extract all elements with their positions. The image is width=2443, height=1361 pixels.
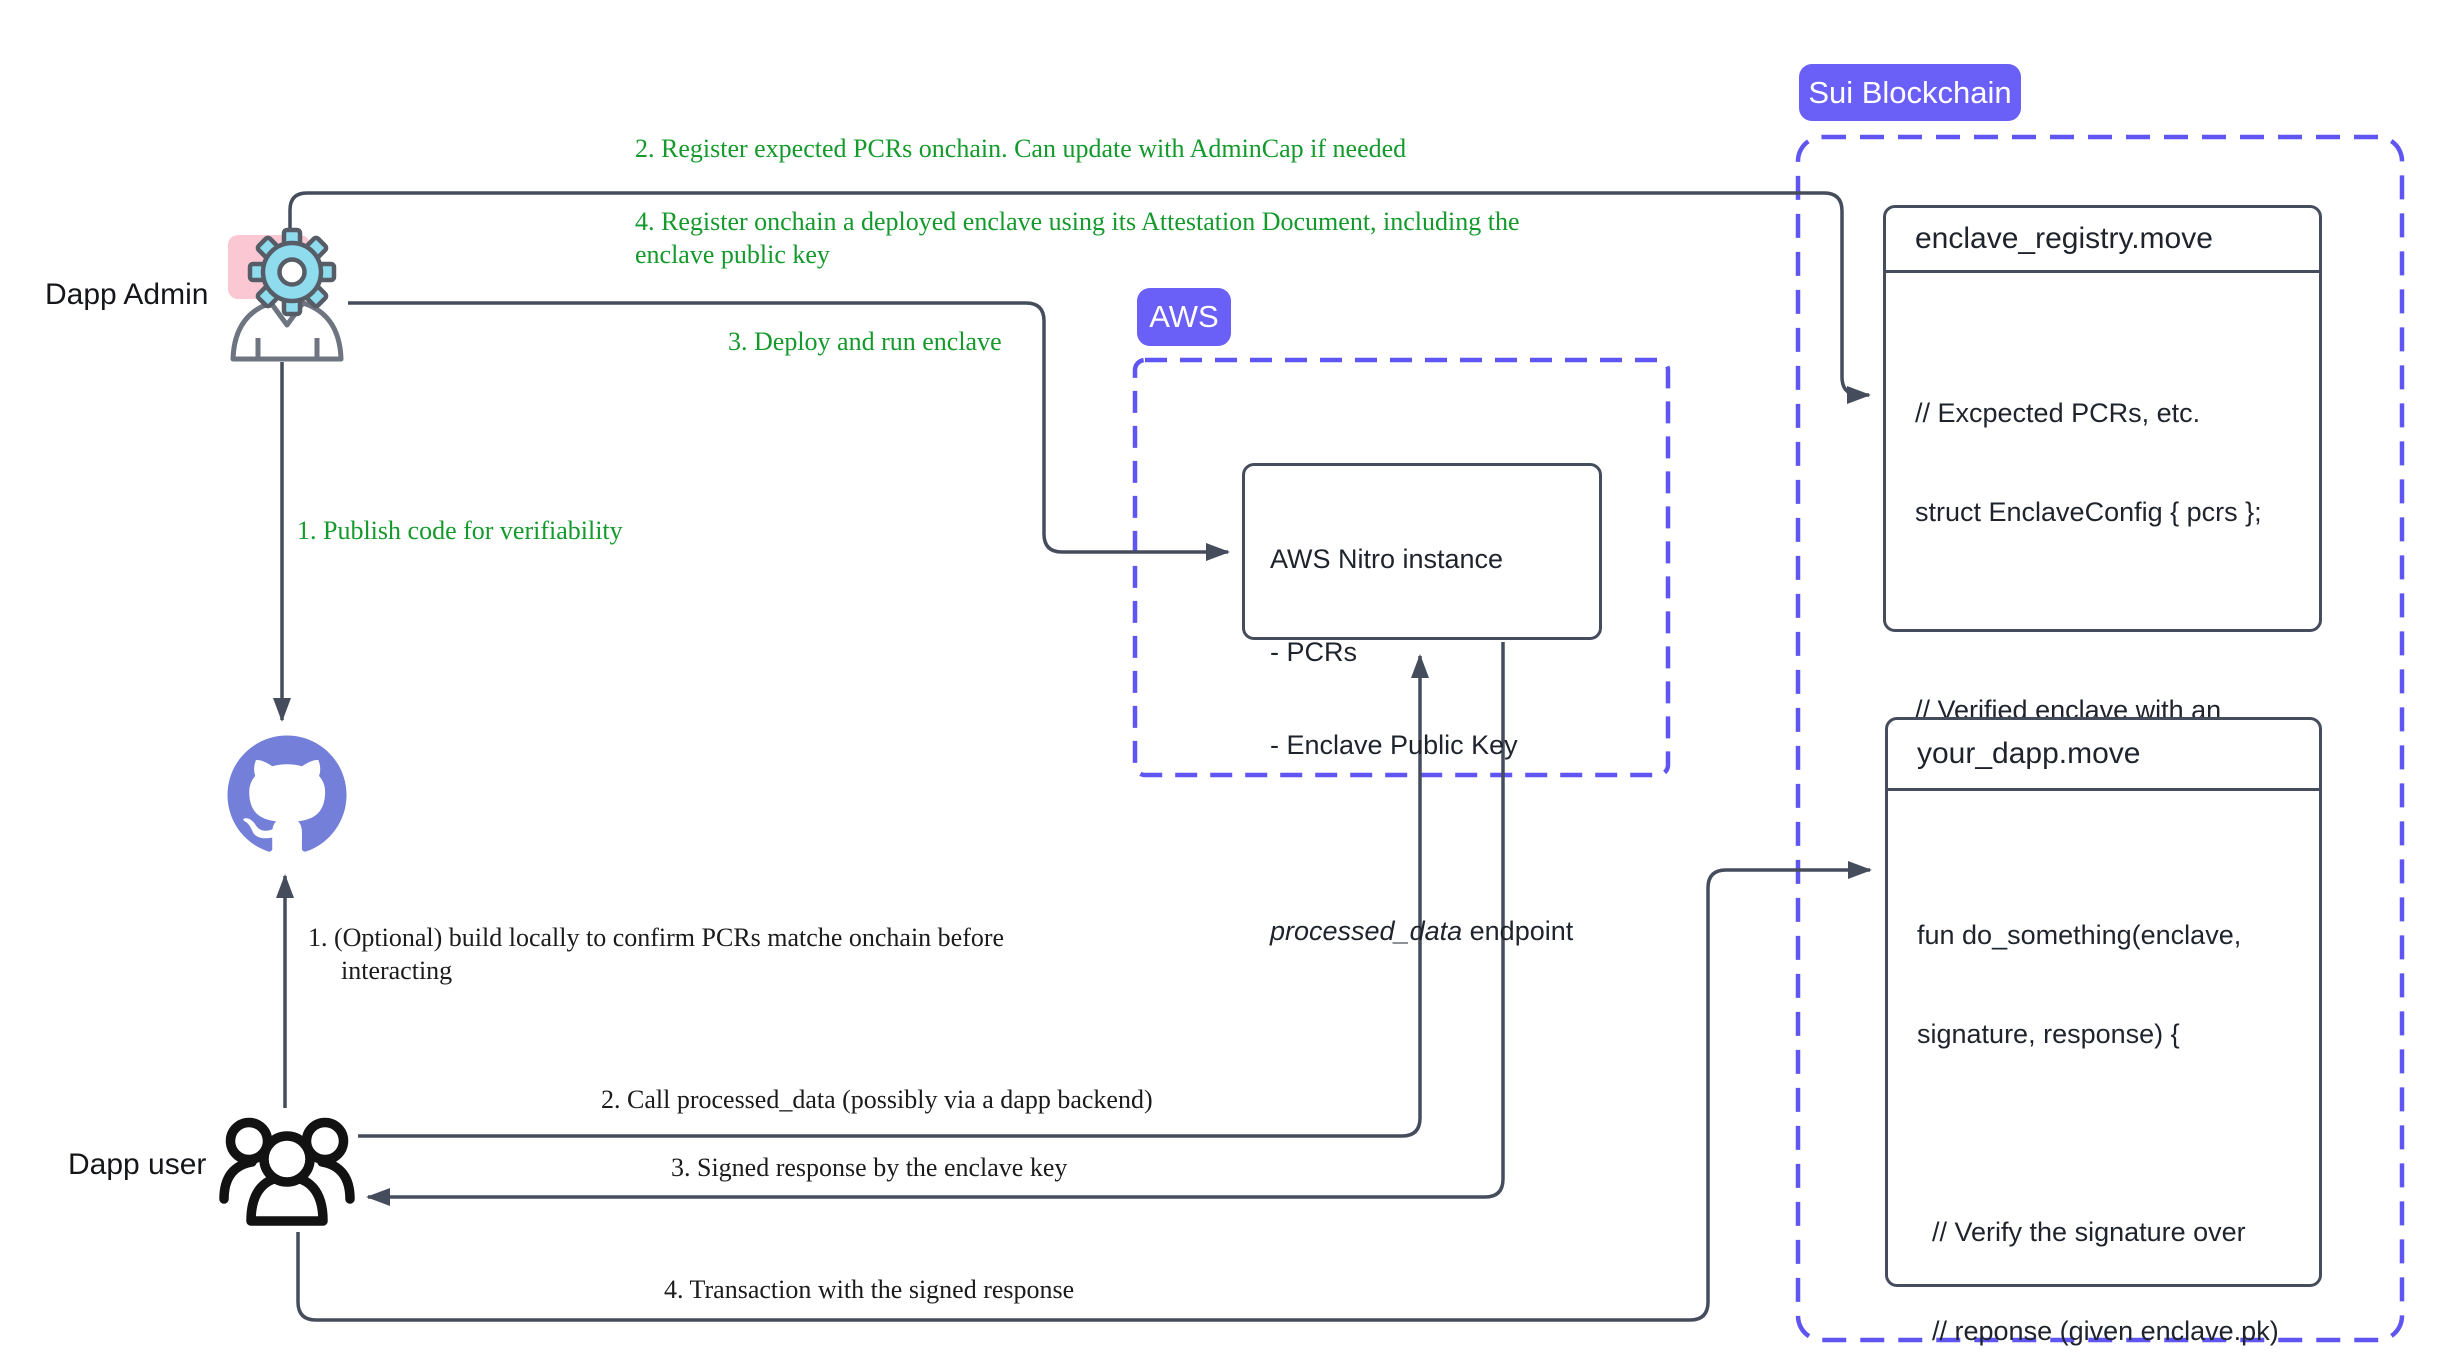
your-dapp-title: your_dapp.move [1888, 720, 2319, 791]
msg-call-processed-data: 2. Call processed_data (possibly via a d… [601, 1085, 1153, 1114]
sui-blockchain-badge: Sui Blockchain [1799, 64, 2021, 121]
github-octocat-icon [227, 735, 347, 855]
registry-code-line: struct EnclaveConfig { pcrs }; [1915, 497, 2262, 527]
aws-nitro-instance-card: AWS Nitro instance - PCRs - Enclave Publ… [1242, 463, 1602, 946]
dapp-code-line: fun do_something(enclave, [1917, 920, 2242, 950]
connector-deploy-enclave-arrow [348, 301, 1230, 561]
msg-signed-response: 3. Signed response by the enclave key [671, 1153, 1068, 1182]
endpoint-word: endpoint [1462, 916, 1574, 946]
registry-code-line [1915, 595, 2319, 628]
dapp-code-line: // reponse (given enclave.pk) [1917, 1316, 2279, 1346]
nitro-blank-line [1270, 823, 1599, 854]
nitro-line: AWS Nitro instance [1270, 544, 1504, 574]
nitro-line: - Enclave Public Key [1270, 730, 1518, 760]
registry-code-line: // Excpected PCRs, etc. [1915, 398, 2201, 428]
connector-call-processed-data-arrow [358, 654, 1429, 1138]
nitro-line: - PCRs [1270, 637, 1357, 667]
dapp-user-label: Dapp user [68, 1148, 207, 1181]
dapp-code-line [1917, 1117, 2319, 1150]
sui-blockchain-dashed-region [1795, 134, 2405, 1343]
msg-register-enclave-line2: enclave public key [635, 240, 830, 269]
connector-register-pcrs-arrow [288, 191, 1871, 404]
gear-icon [247, 227, 337, 317]
processed-data-endpoint-name: processed_data [1270, 916, 1463, 946]
enclave-registry-card: enclave_registry.move // Excpected PCRs,… [1883, 205, 2322, 923]
msg-register-pcrs: 2. Register expected PCRs onchain. Can u… [635, 134, 1407, 163]
msg-build-locally-line1: 1. (Optional) build locally to confirm P… [308, 923, 1005, 952]
connector-signed-response-arrow [366, 642, 1505, 1206]
msg-transaction: 4. Transaction with the signed response [664, 1275, 1075, 1304]
dapp-code-line: // Verify the signature over [1917, 1217, 2246, 1247]
your-dapp-card: your_dapp.move fun do_something(enclave,… [1885, 717, 2322, 1346]
aws-badge: AWS [1137, 288, 1231, 346]
msg-build-locally-line2: interacting [341, 956, 453, 985]
connector-transaction-arrow [296, 861, 1872, 1322]
user-group-icon [219, 1117, 355, 1226]
msg-publish-code: 1. Publish code for verifiability [297, 516, 623, 545]
nitro-endpoint-line: processed_data endpoint [1270, 916, 1599, 947]
person-with-gear-icon [228, 227, 344, 362]
msg-register-enclave-line1: 4. Register onchain a deployed enclave u… [635, 207, 1520, 236]
dapp-admin-label: Dapp Admin [45, 278, 209, 311]
dapp-code-line: signature, response) { [1917, 1019, 2180, 1049]
aws-dashed-region [1132, 357, 1671, 778]
msg-deploy-enclave: 3. Deploy and run enclave [728, 327, 1002, 356]
enclave-registry-title: enclave_registry.move [1886, 208, 2319, 273]
